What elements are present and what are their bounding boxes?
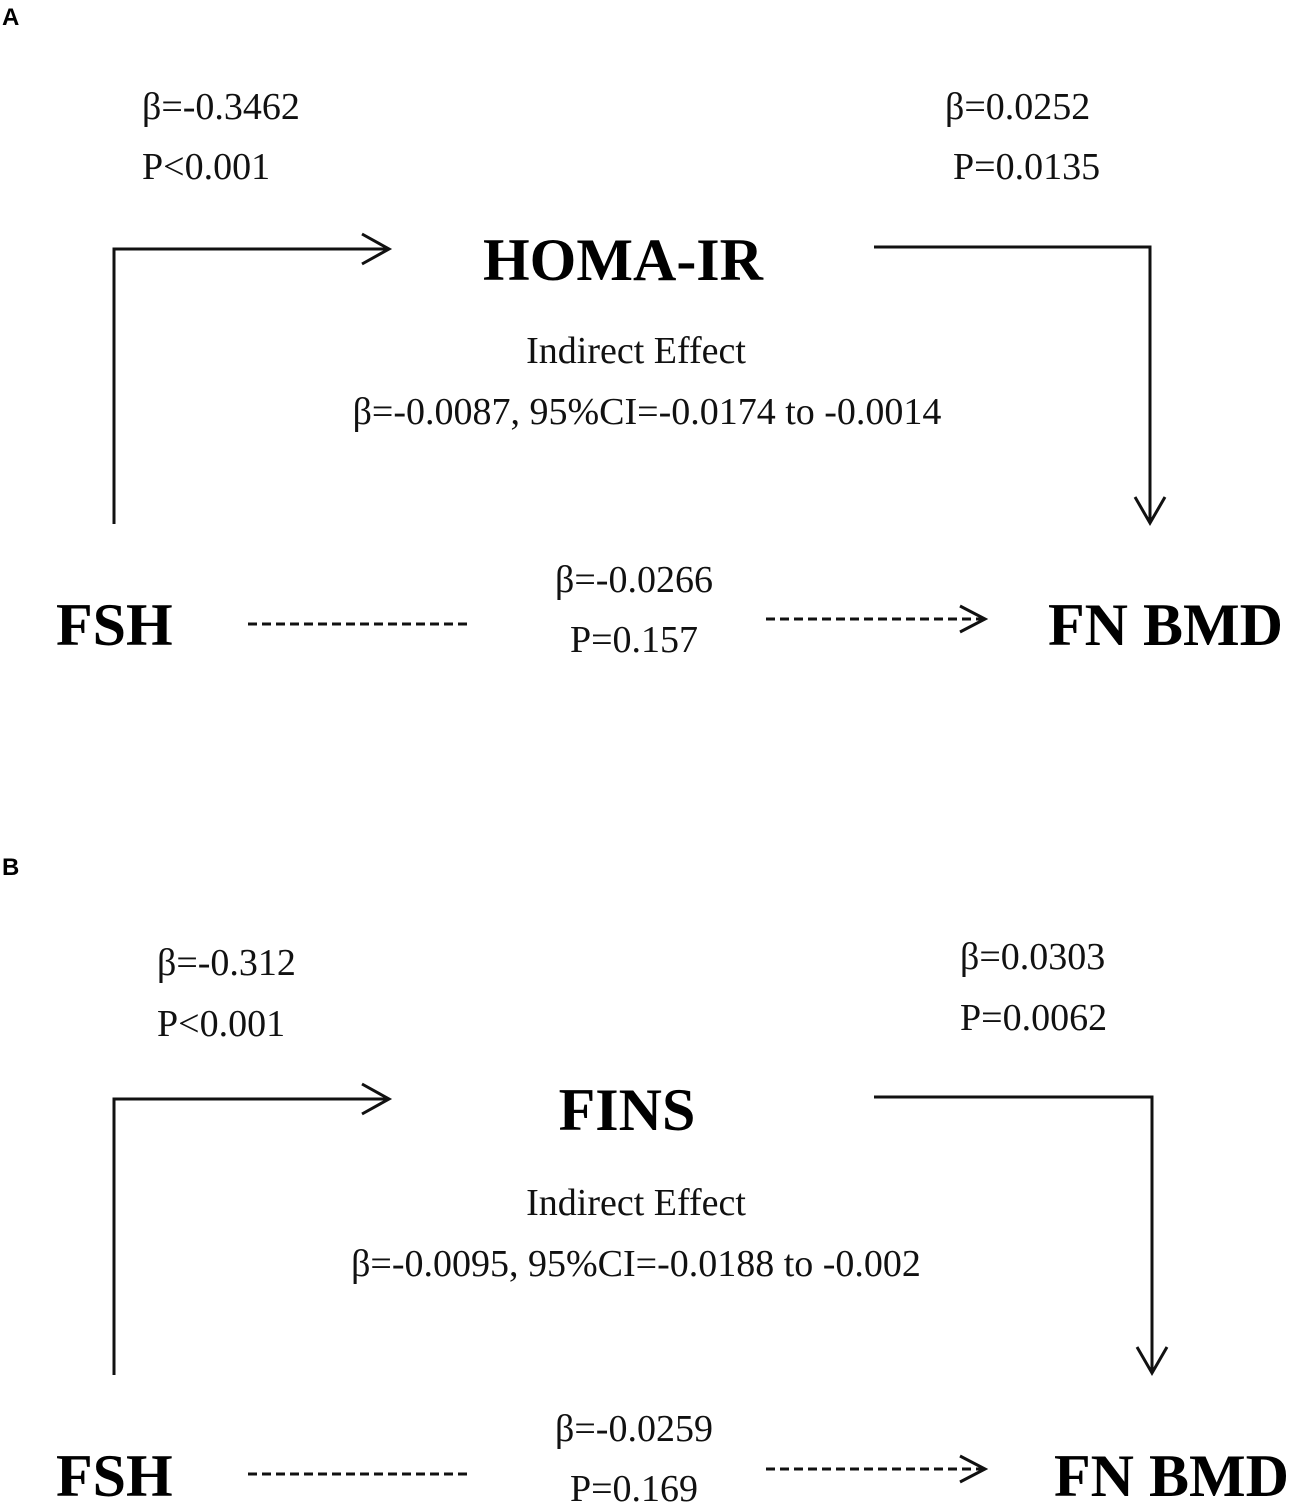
indirect-effect-label: Indirect Effect bbox=[526, 1182, 746, 1224]
path-a-arrowhead bbox=[361, 1082, 393, 1116]
direct-effect-p: P=0.157 bbox=[569, 619, 699, 661]
direct-path-arrowhead bbox=[959, 1454, 989, 1484]
exposure-node: FSH bbox=[56, 1443, 173, 1509]
path-b-arrowhead bbox=[1135, 1346, 1169, 1377]
panel-label: A bbox=[2, 4, 20, 31]
mediation-diagram-b: B β=-0.312 P<0.001 β=0.0303 P=0.0062 FIN… bbox=[0, 850, 1296, 1509]
path-a-arrow bbox=[112, 247, 388, 524]
path-b-beta: β=0.0303 bbox=[960, 936, 1106, 978]
path-b-arrow bbox=[874, 245, 1152, 522]
indirect-effect-value: β=-0.0095, 95%CI=-0.0188 to -0.002 bbox=[351, 1243, 921, 1285]
indirect-effect-value: β=-0.0087, 95%CI=-0.0174 to -0.0014 bbox=[352, 391, 942, 433]
mediation-diagram-a: A β=-0.3462 P<0.001 β=0.0252 P=0.0135 HO… bbox=[2, 4, 1283, 661]
path-arrows bbox=[112, 1082, 1169, 1484]
path-a-beta: β=-0.312 bbox=[157, 942, 296, 984]
path-a-arrowhead bbox=[361, 232, 393, 266]
path-b-arrow bbox=[874, 1095, 1154, 1372]
path-a-arrow bbox=[112, 1097, 388, 1375]
outcome-node: FN BMD bbox=[1048, 592, 1283, 658]
direct-effect-beta: β=-0.0259 bbox=[555, 1408, 713, 1450]
outcome-node: FN BMD bbox=[1054, 1443, 1289, 1509]
path-b-beta: β=0.0252 bbox=[945, 86, 1091, 128]
indirect-effect-label: Indirect Effect bbox=[526, 330, 746, 372]
path-b-arrowhead bbox=[1133, 496, 1167, 527]
path-a-p: P<0.001 bbox=[157, 1003, 286, 1045]
panel-label: B bbox=[2, 854, 20, 881]
mediator-node: HOMA-IR bbox=[483, 227, 763, 293]
path-b-p: P=0.0135 bbox=[953, 146, 1101, 188]
path-a-p: P<0.001 bbox=[142, 146, 271, 188]
path-b-p: P=0.0062 bbox=[960, 997, 1108, 1039]
exposure-node: FSH bbox=[56, 592, 173, 658]
path-a-beta: β=-0.3462 bbox=[142, 86, 300, 128]
direct-path-arrowhead bbox=[959, 604, 989, 634]
direct-effect-beta: β=-0.0266 bbox=[555, 559, 713, 601]
path-arrows bbox=[112, 232, 1167, 634]
mediator-node: FINS bbox=[558, 1077, 696, 1143]
direct-effect-p: P=0.169 bbox=[569, 1468, 699, 1510]
